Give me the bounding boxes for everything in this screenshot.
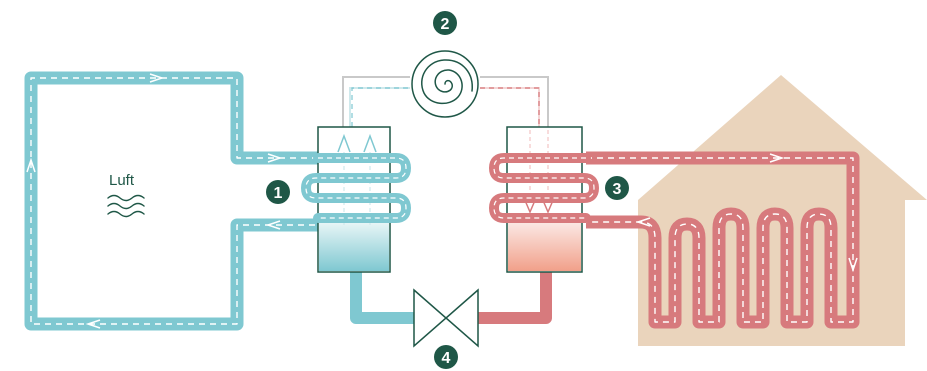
flow-arrow-icon [26,157,36,173]
air-label: Luft [109,172,135,189]
step-badge-1: 1 [266,180,290,204]
evaporator-tank [300,126,412,273]
step-badge-3: 3 [605,176,629,200]
heating-loop [586,151,860,329]
step-badge-number: 3 [613,181,622,198]
step-badge-4: 4 [434,345,458,369]
flow-arrow-icon [635,217,651,227]
flow-arrow-icon [265,220,281,230]
step-badge-2: 2 [433,11,457,35]
flow-arrow-icon [848,257,858,273]
condenser-tank [488,126,600,273]
step-badge-number: 2 [441,16,450,33]
air-waves-icon [107,194,145,218]
flow-arrow-icon [85,319,101,329]
compressor-spiral-icon [411,50,479,118]
air-loop [24,71,318,331]
flow-arrow-icon [149,73,165,83]
expansion-valve-icon [413,288,479,348]
valve-pipes [350,272,552,324]
flow-arrow-icon [363,133,377,153]
compressor-lines [342,76,549,127]
flow-arrow-icon [267,153,283,163]
step-badge-number: 4 [442,350,451,367]
step-badge-number: 1 [274,185,283,202]
flow-arrow-icon [337,133,351,153]
flow-arrow-icon [769,153,785,163]
